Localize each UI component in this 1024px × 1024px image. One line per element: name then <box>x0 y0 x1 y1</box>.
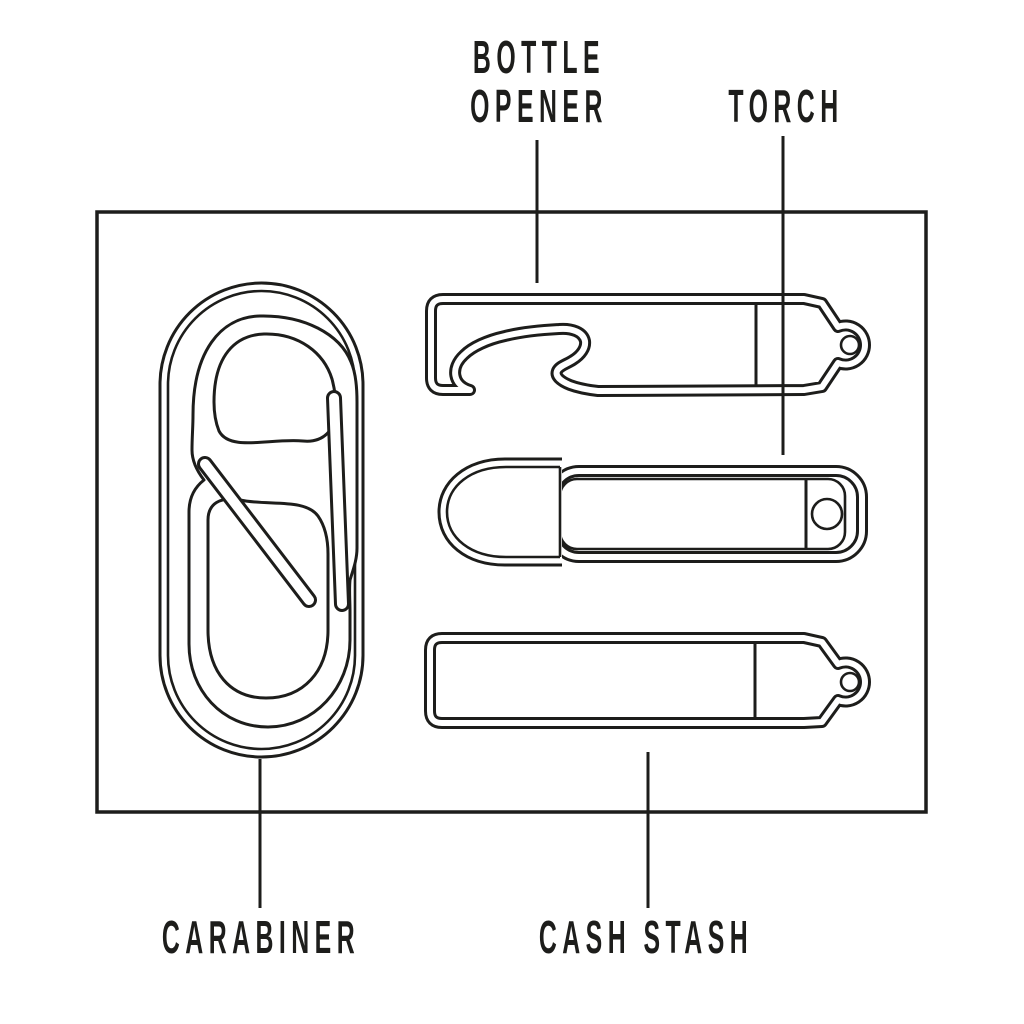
cash-stash-label-text: CASH STASH <box>538 911 754 963</box>
bottle-opener-label-line2: OPENER <box>470 80 608 132</box>
tray-box-outline <box>95 210 928 814</box>
bottle-opener-outline <box>425 293 871 397</box>
carabiner-recess-outer <box>158 281 365 759</box>
cash-stash-label: CASH STASH <box>539 913 753 962</box>
torch-head-outline <box>437 457 562 567</box>
carabiner-body-outline <box>187 314 359 729</box>
torch-keyring-hole <box>810 497 844 531</box>
leader-lines <box>258 136 785 908</box>
carabiner-label-text: CARABINER <box>161 911 361 963</box>
cash-stash-outline <box>424 632 871 729</box>
torch-label: TORCH <box>728 82 843 131</box>
torch-drawing <box>437 457 868 567</box>
carabiner-drawing <box>158 281 365 759</box>
torch-body-outline <box>547 465 868 563</box>
cash-stash-outline-inner <box>427 635 868 726</box>
bottle-opener-keyring-hole <box>839 334 861 356</box>
carabiner-label: CARABINER <box>162 913 360 962</box>
torch-head-inner-outline <box>445 465 560 559</box>
torch-head-fill <box>439 459 562 565</box>
carabiner-top-gate-inner <box>329 393 347 609</box>
torch-label-text: TORCH <box>728 80 844 132</box>
carabiner-bottom-gate-inner <box>200 459 314 605</box>
cash-stash-drawing <box>424 632 871 729</box>
bottle-opener-label-line1: BOTTLE <box>472 31 606 83</box>
bottle-opener-outline-inner <box>428 296 868 394</box>
bottle-opener-drawing <box>425 293 871 397</box>
cash-stash-keyring-hole <box>839 671 861 693</box>
bottle-opener-label: BOTTLE OPENER <box>470 33 608 131</box>
